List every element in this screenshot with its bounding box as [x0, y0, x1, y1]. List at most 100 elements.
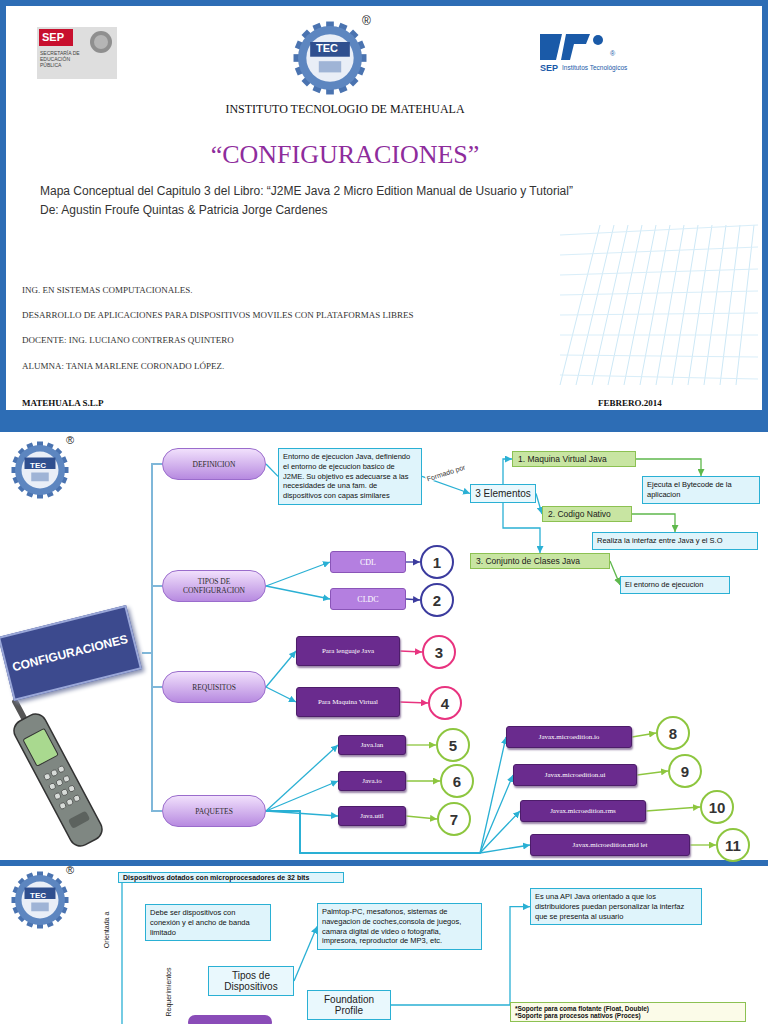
category-box: REQUISITOS	[162, 671, 266, 703]
concept-box: Debe ser dispositivos con conexión y el …	[145, 904, 271, 941]
connector	[406, 816, 437, 819]
node-text: 2	[433, 592, 441, 609]
node-text: 9	[681, 763, 689, 780]
callout-circle: 10	[700, 790, 734, 824]
concept-box: 3. Conjunto de Clases Java	[470, 553, 610, 569]
node-text: Java.lan	[361, 741, 384, 749]
label-text: SEP	[540, 63, 558, 73]
phone-illustration	[0, 691, 106, 850]
concept-box: Javax.microedition.io	[506, 726, 632, 748]
concept-box: Java.util	[338, 806, 406, 826]
label-text: Requerimientos	[165, 967, 172, 1016]
callout-circle: 7	[437, 802, 471, 836]
category-box: TIPOS DE CONFIGURACION	[162, 570, 266, 602]
concept-box: CDL	[330, 551, 406, 573]
node-text: PAQUETES	[195, 807, 233, 816]
node-text: Dispositivos dotados con microprocesador…	[123, 874, 339, 881]
node-text: 3. Conjunto de Clases Java	[476, 556, 604, 566]
callout-circle: 2	[420, 583, 454, 617]
connector	[142, 586, 162, 653]
connector	[400, 651, 422, 652]
connector	[294, 927, 317, 982]
tec-logo	[12, 872, 69, 929]
node-text: *Soporte para procesos nativos (Proces)	[515, 1012, 741, 1019]
concept-box: Entorno de ejecucion Java, definiendo el…	[278, 448, 422, 505]
tec-logo	[294, 22, 367, 95]
node-text: Javax.microedition.io	[539, 733, 600, 741]
node-text: 5	[449, 737, 457, 754]
concept-box: *Soporte para coma flotante (Float, Doub…	[510, 1002, 746, 1022]
label-text: De: Agustin Froufe Quintas & Patricia Jo…	[40, 203, 760, 217]
node-text: Ejecuta el Bytecode de la aplicacion	[647, 480, 755, 500]
connector	[503, 459, 512, 484]
concept-box: Javax.microedition.mid let	[530, 834, 690, 856]
connector	[406, 744, 436, 745]
connector	[503, 503, 540, 553]
concept-box: El entorno de ejecucion	[620, 576, 730, 594]
node-text: Entorno de ejecucion Java, definiendo el…	[283, 452, 417, 501]
connector	[266, 781, 338, 811]
node-text: Debe ser dispositivos con conexión y el …	[150, 908, 266, 937]
sep-logo	[37, 27, 117, 79]
node-text: 1	[433, 554, 441, 571]
concept-box: 2. Codigo Nativo	[542, 506, 632, 522]
concept-box: Para Maquina Virtual	[296, 687, 400, 717]
node-text: 11	[725, 837, 741, 854]
bracket-line	[118, 878, 122, 1024]
sep-it-logo	[540, 34, 603, 60]
callout-circle: 5	[436, 728, 470, 762]
node-text: 2. Codigo Nativo	[548, 509, 626, 519]
node-text: TIPOS DE CONFIGURACION	[167, 577, 261, 595]
node-text: Realiza la interfaz entre Java y el S.O	[597, 536, 753, 546]
callout-circle: 9	[668, 754, 702, 788]
label-text: Orientada a	[103, 912, 110, 949]
category-box: DEFINICION	[162, 448, 266, 480]
connector	[266, 586, 330, 599]
label-text: MATEHUALA S.L.P	[22, 398, 222, 408]
concept-box: 1. Maquina Virtual Java	[512, 451, 636, 467]
tec-logo	[12, 442, 69, 499]
node-text: 4	[441, 695, 449, 712]
connector	[142, 653, 162, 811]
node-text: 3	[435, 644, 443, 661]
node-text: Para Maquina Virtual	[318, 698, 378, 706]
connector	[266, 811, 338, 816]
category-box: PAQUETES	[162, 795, 266, 827]
connector	[406, 561, 420, 562]
node-text: Java.io	[362, 777, 382, 785]
concept-box: Javax.microedition.rms	[520, 800, 646, 822]
node-text: 10	[709, 799, 726, 816]
label-text: Institutos Tecnológicos	[562, 64, 627, 71]
label-text: Mapa Conceptual del Capitulo 3 del Libro…	[40, 184, 760, 198]
node-text: Tipos de Dispositivos	[212, 970, 290, 992]
callout-circle: 6	[440, 764, 474, 798]
label-text: SECRETARÍA DE EDUCACIÓN PÚBLICA	[40, 50, 90, 68]
connector	[266, 464, 278, 476]
connector	[266, 745, 338, 811]
callout-circle: 1	[420, 545, 454, 579]
connector	[266, 562, 330, 586]
label-text: SEP	[42, 31, 64, 43]
callout-circle: 8	[656, 716, 690, 750]
connector	[142, 464, 162, 653]
root-box: CONFIGURACIONES	[0, 605, 142, 701]
node-text: REQUISITOS	[192, 683, 236, 692]
concept-box: Para lenguaje Java	[296, 636, 400, 666]
concept-box: Javax.microedition.ui	[513, 764, 637, 786]
node-text: Java.util	[360, 812, 384, 820]
concept-box: Palmtop-PC, mesafonos, sistemas de naveg…	[317, 903, 482, 950]
concept-box: Java.lan	[338, 735, 406, 755]
label-text: TEC	[316, 42, 338, 54]
node-text: Foundation Profile	[311, 994, 387, 1016]
connector	[266, 687, 296, 702]
connector	[636, 459, 701, 476]
concept-box: Dispositivos dotados con microprocesador…	[118, 872, 344, 883]
connector	[632, 733, 656, 737]
label-text: TEC	[30, 461, 46, 470]
node-text: CLDC	[357, 595, 378, 604]
connector	[690, 844, 716, 845]
label-text: ®	[66, 864, 74, 876]
concept-box: Java.io	[338, 771, 406, 791]
grid-decoration	[560, 225, 758, 385]
